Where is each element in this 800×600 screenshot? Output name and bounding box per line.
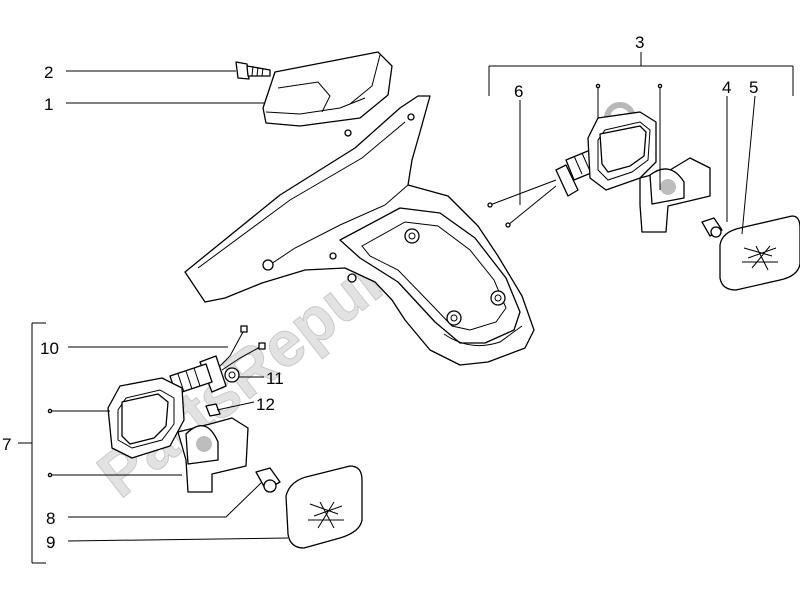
callout-7: 7 [2, 435, 11, 454]
callout-8: 8 [46, 509, 55, 528]
callout-1: 1 [44, 95, 53, 114]
right-turn-signal [487, 111, 800, 291]
callout-4: 4 [722, 78, 731, 97]
callout-12: 12 [256, 395, 275, 414]
callout-10: 10 [40, 339, 59, 358]
callout-labels: 1 2 3 4 5 6 7 8 9 10 11 12 [2, 33, 758, 552]
leader-12 [216, 401, 255, 411]
left-turn-signal [107, 325, 363, 549]
leader-8 [68, 481, 263, 518]
callout-3: 3 [635, 33, 644, 52]
leader-lines [18, 52, 794, 564]
callout-6: 6 [514, 82, 523, 101]
callout-5: 5 [749, 78, 758, 97]
callout-9: 9 [46, 533, 55, 552]
tail-light [262, 51, 393, 127]
callout-2: 2 [44, 63, 53, 82]
rear-fender [184, 95, 535, 366]
callout-11: 11 [266, 369, 284, 388]
screw [235, 61, 271, 80]
leader-9 [67, 537, 289, 542]
leader-5 [741, 95, 756, 235]
